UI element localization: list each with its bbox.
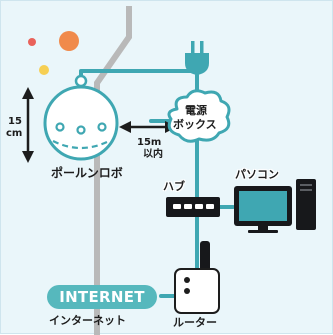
power-box-label-line1: 電源 [185, 104, 207, 117]
size-unit-label: cm [6, 128, 23, 139]
power-plug-icon [185, 41, 209, 75]
distance-number-label: 15m [137, 137, 162, 148]
robot-icon [43, 74, 119, 161]
internet-caption: インターネット [49, 314, 126, 327]
size-arrow-icon [22, 87, 34, 163]
pc-tower-icon [296, 179, 316, 230]
power-box-icon [167, 89, 231, 143]
monitor-icon [234, 186, 292, 233]
decor-dot-red [28, 38, 36, 46]
hub-icon [166, 197, 220, 217]
wall-line [94, 6, 132, 335]
hub-label: ハブ [163, 180, 185, 193]
router-label: ルーター [173, 316, 217, 329]
robot-label: ポールンロボ [51, 166, 123, 180]
size-number-label: 15 [8, 116, 22, 127]
decor-dot-yellow [39, 65, 49, 75]
distance-suffix-label: 以内 [143, 149, 163, 160]
router-icon [174, 241, 220, 314]
decor-dot-orange [59, 31, 79, 51]
pc-label: パソコン [235, 168, 279, 181]
internet-badge: INTERNET [47, 285, 157, 309]
power-box-label-line2: ボックス [173, 118, 217, 131]
